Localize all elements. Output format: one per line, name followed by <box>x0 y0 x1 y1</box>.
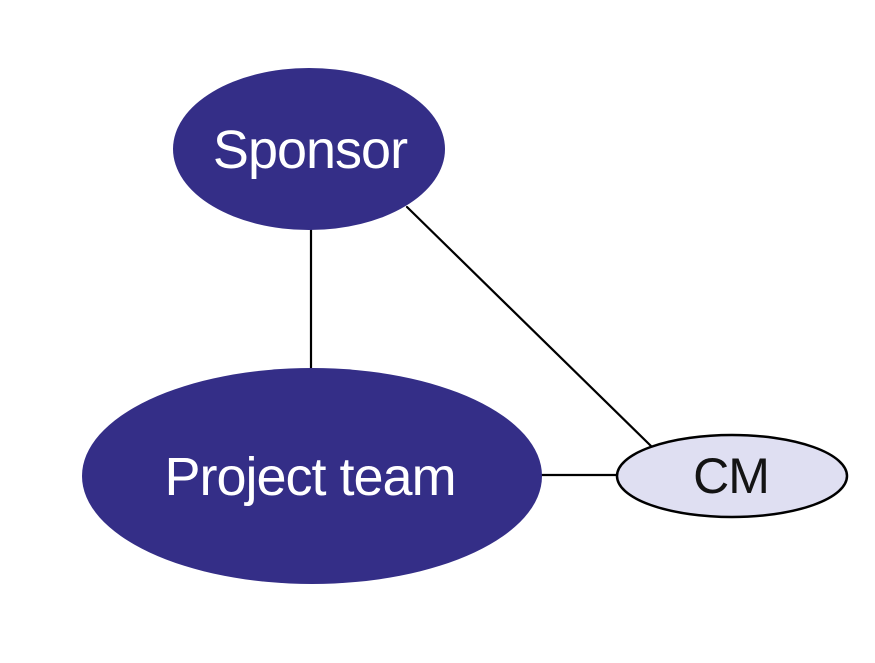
node-sponsor-label: Sponsor <box>213 120 408 180</box>
node-cm <box>615 433 849 519</box>
node-sponsor <box>173 68 445 230</box>
node-project-team-label: Project team <box>164 447 455 507</box>
node-cm-label: CM <box>693 448 769 504</box>
node-project-team <box>82 368 542 584</box>
edge-sponsor-cm <box>405 205 653 448</box>
